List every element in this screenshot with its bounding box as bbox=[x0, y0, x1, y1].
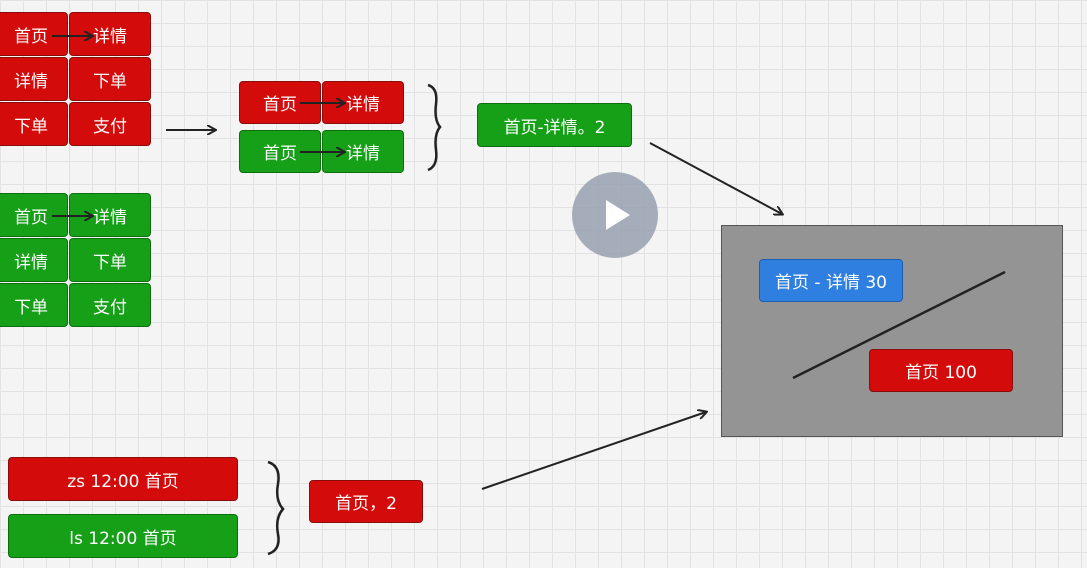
pair-red-home: 首页 bbox=[239, 81, 321, 124]
pair-green-home: 首页 bbox=[239, 130, 321, 173]
grid-red-cell-detail: 详情 bbox=[69, 12, 151, 56]
grid-red-cell-pay: 支付 bbox=[69, 102, 151, 146]
grid-red-cell-detail: 详情 bbox=[0, 57, 68, 101]
grid-green-cell-detail: 详情 bbox=[69, 193, 151, 237]
log-row-zs: zs 12:00 首页 bbox=[8, 457, 238, 501]
play-icon bbox=[606, 200, 630, 230]
log-row-ls: ls 12:00 首页 bbox=[8, 514, 238, 558]
grid-red-cell-home: 首页 bbox=[0, 12, 68, 56]
grid-green-cell-pay: 支付 bbox=[69, 283, 151, 327]
result-home-count: 首页，2 bbox=[309, 480, 423, 523]
grid-red-cell-order: 下单 bbox=[0, 102, 68, 146]
grid-red-cell-order: 下单 bbox=[69, 57, 151, 101]
arrow-detail-to-panel bbox=[649, 142, 782, 214]
result-panel bbox=[721, 225, 1063, 437]
grid-green-cell-detail: 详情 bbox=[0, 238, 68, 282]
grid-green-cell-order: 下单 bbox=[69, 238, 151, 282]
brace-pairs bbox=[427, 83, 442, 172]
grid-green-cell-home: 首页 bbox=[0, 193, 68, 237]
pair-green-detail: 详情 bbox=[322, 130, 404, 173]
panel-label-detail: 首页 - 详情 30 bbox=[759, 259, 903, 302]
result-detail-count: 首页-详情。2 bbox=[477, 103, 632, 147]
pair-red-detail: 详情 bbox=[322, 81, 404, 124]
video-play-button[interactable] bbox=[572, 172, 658, 258]
brace-logs bbox=[267, 460, 285, 556]
arrow-home-to-panel bbox=[481, 412, 706, 490]
panel-label-home: 首页 100 bbox=[869, 349, 1013, 392]
grid-green-cell-order: 下单 bbox=[0, 283, 68, 327]
